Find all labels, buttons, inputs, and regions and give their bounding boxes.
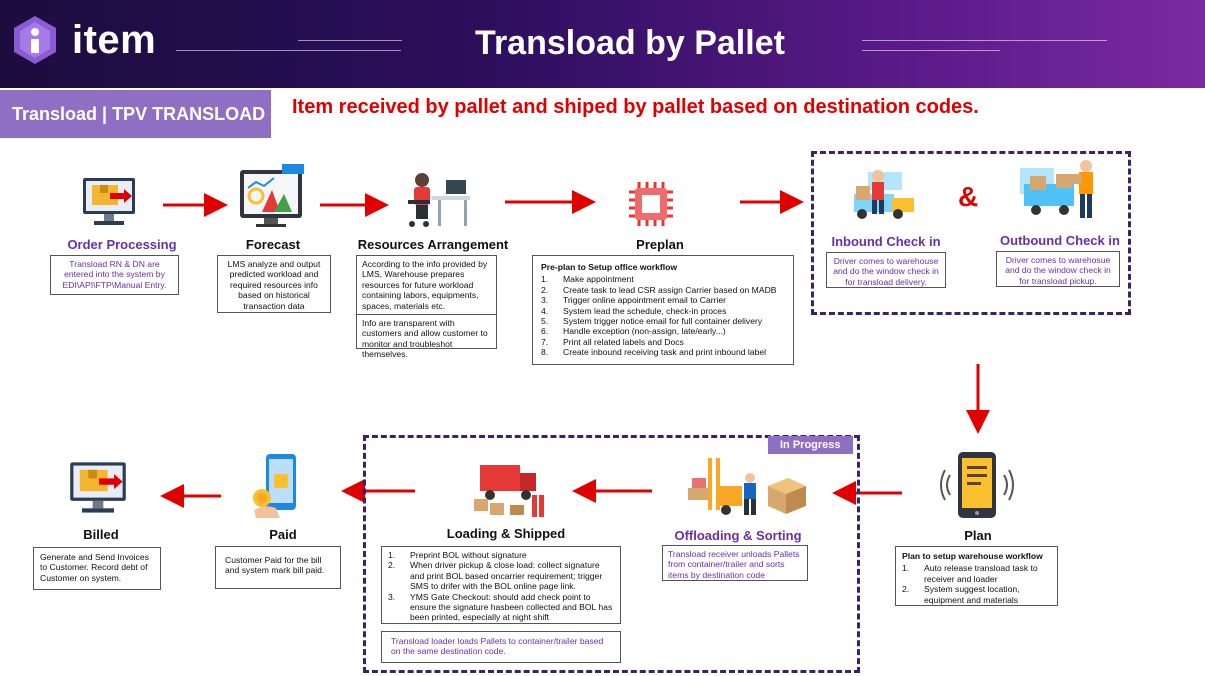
- order-processing-desc: Transload RN & DN are entered into the s…: [50, 255, 179, 295]
- mobile-payment-icon: [253, 454, 296, 518]
- list-item: 2. When driver pickup & close load: coll…: [388, 560, 614, 591]
- list-text: Auto release transload task to receiver …: [924, 563, 1038, 584]
- list-item: 3. Trigger online appointment email to Ca…: [541, 295, 785, 305]
- billed-label: Billed: [83, 527, 119, 542]
- preplan-box: Pre-plan to Setup office workflow 1. Make…: [532, 255, 794, 365]
- list-text: Preprint BOL without signature: [410, 550, 527, 560]
- plan-box-title: Plan to setup warehouse workflow: [902, 551, 1043, 561]
- offloading-desc: Transload receiver unloads Pallets from …: [662, 545, 808, 581]
- list-number: 2.: [541, 284, 549, 295]
- order-processing-label: Order Processing: [67, 237, 177, 252]
- plan-label: Plan: [964, 528, 992, 543]
- computer-order-icon: [83, 178, 135, 225]
- forklift-pallets-icon: [688, 458, 806, 515]
- list-number: 2.: [388, 560, 396, 571]
- header-line: [862, 40, 1107, 41]
- outbound-label: Outbound Check in: [1000, 233, 1120, 248]
- list-item: 2. System suggest location, equipment and…: [902, 584, 1051, 605]
- list-item: 1. Make appointment: [541, 274, 785, 284]
- outbound-desc: Driver comes to warehosue and do the win…: [996, 251, 1120, 287]
- loading-label: Loading & Shipped: [446, 526, 566, 541]
- list-item: 4. System lead the schedule, check-in pro…: [541, 306, 785, 316]
- forecast-monitor-icon: [240, 164, 304, 227]
- list-text: When driver pickup & close load: collect…: [410, 560, 603, 592]
- header-line: [298, 40, 402, 41]
- list-text: Create task to lead CSR assign Carrier b…: [563, 284, 777, 295]
- inbound-desc: Driver comes to warehouse and do the win…: [826, 252, 946, 288]
- header-line: [176, 50, 401, 51]
- preplan-list: 1. Make appointment 2. Create task to lead …: [541, 274, 785, 357]
- list-item: 8. Create inbound receiving task and prin…: [541, 347, 785, 357]
- chip-icon: [629, 182, 673, 226]
- in-progress-group: [363, 435, 860, 673]
- list-text: System suggest location, equipment and m…: [924, 584, 1020, 605]
- preplan-label: Preplan: [636, 237, 684, 252]
- list-number: 2.: [902, 584, 910, 595]
- resources-desc: According to the info provided by LMS, W…: [356, 255, 497, 315]
- worker-desk-icon: [408, 173, 470, 227]
- list-item: 5. System trigger notice email for full c…: [541, 316, 785, 326]
- paid-label: Paid: [269, 527, 297, 542]
- plan-box: Plan to setup warehouse workflow 1. Auto …: [895, 546, 1058, 606]
- resources-desc-2: Info are transparent with customers and …: [356, 314, 497, 359]
- list-number: 6.: [541, 326, 549, 337]
- loading-truck-icon: [474, 465, 544, 517]
- list-text: Create inbound receiving task and print …: [563, 347, 767, 358]
- list-text: YMS Gate Checkout: should add check poin…: [410, 591, 613, 623]
- list-number: 1.: [902, 563, 910, 574]
- pickup-worker-icon: [1020, 160, 1093, 218]
- list-item: 3. YMS Gate Checkout: should add check po…: [388, 592, 614, 623]
- list-number: 3.: [541, 295, 549, 306]
- forecast-label: Forecast: [245, 237, 301, 252]
- ampersand: &: [958, 181, 979, 212]
- list-text: Print all related labels and Docs: [563, 336, 684, 347]
- forecast-desc: LMS analyze and output predicted workloa…: [217, 255, 331, 313]
- list-text: Make appointment: [563, 274, 634, 285]
- list-item: 1. Preprint BOL without signature: [388, 550, 614, 560]
- list-item: 7. Print all related labels and Docs: [541, 337, 785, 347]
- list-text: Trigger online appointment email to Carr…: [563, 295, 727, 306]
- preplan-box-title: Pre-plan to Setup office workflow: [541, 262, 678, 272]
- list-number: 5.: [541, 316, 549, 327]
- loading-desc: Transload loader loads Pallets to contai…: [381, 631, 621, 663]
- subtitle: Item received by pallet and shiped by pa…: [292, 96, 979, 118]
- category-tag: Transload | TPV TRANSLOAD: [0, 90, 271, 138]
- item-logo-icon: [14, 16, 56, 64]
- paid-desc: Customer Paid for the bill and system ma…: [215, 546, 341, 589]
- check-in-group: [811, 151, 1131, 315]
- logo-text: item: [72, 18, 157, 62]
- delivery-truck-icon: [854, 170, 914, 219]
- list-number: 7.: [541, 336, 549, 347]
- list-number: 4.: [541, 305, 549, 316]
- list-text: System trigger notice email for full con…: [563, 316, 763, 327]
- list-number: 1.: [388, 550, 396, 560]
- computer-billed-icon: [70, 462, 126, 513]
- list-number: 1.: [541, 274, 549, 285]
- list-text: System lead the schedule, check-in proce…: [563, 305, 727, 316]
- list-number: 8.: [541, 347, 549, 358]
- list-item: 6. Handle exception (non-assign, late/ear…: [541, 326, 785, 336]
- header-banner: item Transload by Pallet: [0, 0, 1205, 88]
- smartphone-icon: [940, 452, 1014, 518]
- plan-list: 1. Auto release transload task to receive…: [902, 563, 1051, 605]
- page-title: Transload by Pallet: [475, 24, 785, 62]
- inbound-label: Inbound Check in: [831, 234, 941, 249]
- list-item: 1. Auto release transload task to receive…: [902, 563, 1051, 584]
- resources-label: Resources Arrangement: [357, 237, 509, 252]
- list-text: Handle exception (non-assign, late/early…: [563, 326, 726, 337]
- list-number: 3.: [388, 591, 396, 602]
- list-item: 2. Create task to lead CSR assign Carrier…: [541, 285, 785, 295]
- billed-desc: Generate and Send Invoices to Customer. …: [33, 547, 161, 590]
- in-progress-tag: In Progress: [768, 436, 853, 454]
- header-line: [862, 50, 1000, 51]
- offloading-label: Offloading & Sorting: [674, 528, 802, 543]
